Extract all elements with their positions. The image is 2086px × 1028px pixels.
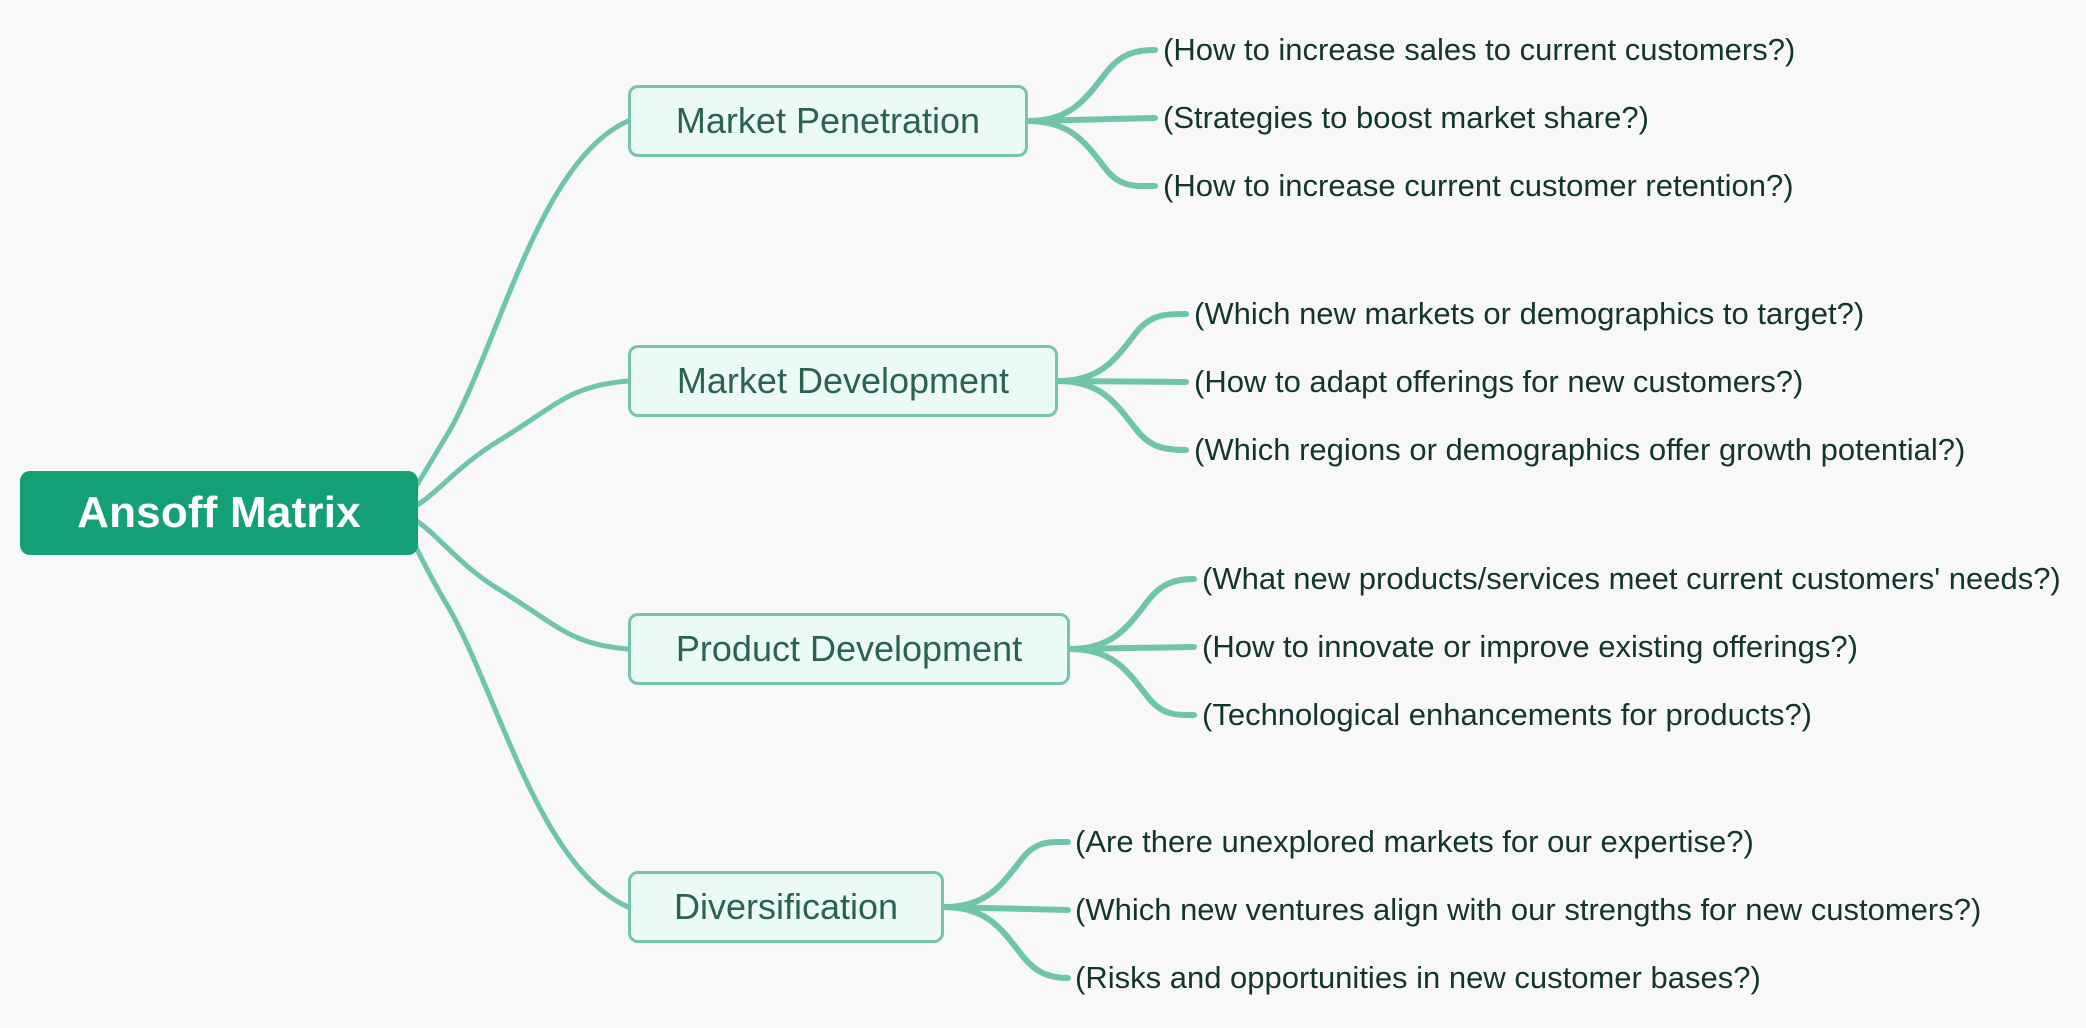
leaf-node-market-development-3[interactable]: (Which regions or demographics offer gro…	[1194, 430, 1965, 470]
leaf-node-label: (Which new ventures align with our stren…	[1075, 892, 1982, 927]
leaf-node-label: (How to innovate or improve existing off…	[1202, 629, 1858, 664]
branch-node-diversification[interactable]: Diversification	[628, 871, 944, 943]
leaf-node-product-development-3[interactable]: (Technological enhancements for products…	[1202, 695, 1812, 735]
edge-product-development-leaf-1	[1067, 576, 1197, 652]
leaf-node-market-development-1[interactable]: (Which new markets or demographics to ta…	[1194, 294, 1864, 334]
edge-market-penetration-leaf-2	[1025, 115, 1158, 124]
branch-node-label: Market Penetration	[675, 100, 981, 141]
edge-market-penetration-leaf-1	[1025, 47, 1158, 124]
leaf-node-market-penetration-2[interactable]: (Strategies to boost market share?)	[1163, 98, 1649, 138]
branch-node-product-development[interactable]: Product Development	[628, 613, 1070, 685]
leaf-node-product-development-2[interactable]: (How to innovate or improve existing off…	[1202, 627, 1858, 667]
edge-diversification-leaf-2	[941, 904, 1071, 913]
leaf-node-label: (How to adapt offerings for new customer…	[1194, 364, 1804, 399]
edge-market-development-leaf-1	[1055, 311, 1189, 384]
edge-diversification-leaf-1	[941, 838, 1071, 910]
leaf-node-diversification-2[interactable]: (Which new ventures align with our stren…	[1075, 890, 1981, 930]
root-node-label: Ansoff Matrix	[77, 488, 361, 537]
branch-node-label: Diversification	[673, 886, 899, 927]
edge-root-to-market-development	[397, 378, 631, 516]
leaf-node-label: (How to increase sales to current custom…	[1163, 32, 1796, 67]
leaf-node-market-development-2[interactable]: (How to adapt offerings for new customer…	[1194, 362, 1803, 402]
branch-node-label: Product Development	[675, 628, 1023, 669]
leaf-node-market-penetration-1[interactable]: (How to increase sales to current custom…	[1163, 30, 1795, 70]
edge-market-development-leaf-2	[1055, 378, 1189, 385]
edge-root-to-market-penetration	[397, 118, 631, 516]
leaf-node-diversification-3[interactable]: (Risks and opportunities in new customer…	[1075, 958, 1761, 998]
root-node-ansoff-matrix[interactable]: Ansoff Matrix	[20, 471, 418, 555]
leaf-node-label: (Technological enhancements for products…	[1202, 697, 1813, 732]
edge-market-penetration-leaf-3	[1025, 118, 1158, 190]
edge-product-development-leaf-2	[1067, 644, 1197, 652]
edge-root-to-product-development	[397, 510, 631, 652]
leaf-node-label: (How to increase current customer retent…	[1163, 168, 1794, 203]
leaf-node-label: (What new products/services meet current…	[1202, 561, 2061, 596]
leaf-node-label: (Which regions or demographics offer gro…	[1194, 432, 1966, 467]
edge-root-to-diversification	[397, 510, 631, 910]
edge-product-development-leaf-3	[1067, 646, 1197, 719]
leaf-node-label: (Which new markets or demographics to ta…	[1194, 296, 1865, 331]
leaf-node-label: (Risks and opportunities in new customer…	[1075, 960, 1761, 995]
branch-node-label: Market Development	[676, 360, 1010, 401]
branch-node-market-penetration[interactable]: Market Penetration	[628, 85, 1028, 157]
edge-diversification-leaf-3	[941, 904, 1071, 981]
branch-node-market-development[interactable]: Market Development	[628, 345, 1058, 417]
leaf-node-label: (Are there unexplored markets for our ex…	[1075, 824, 1754, 859]
leaf-node-market-penetration-3[interactable]: (How to increase current customer retent…	[1163, 166, 1794, 206]
leaf-node-product-development-1[interactable]: (What new products/services meet current…	[1202, 559, 2061, 599]
leaf-node-label: (Strategies to boost market share?)	[1163, 100, 1649, 135]
edge-market-development-leaf-3	[1055, 378, 1189, 453]
leaf-node-diversification-1[interactable]: (Are there unexplored markets for our ex…	[1075, 822, 1754, 862]
